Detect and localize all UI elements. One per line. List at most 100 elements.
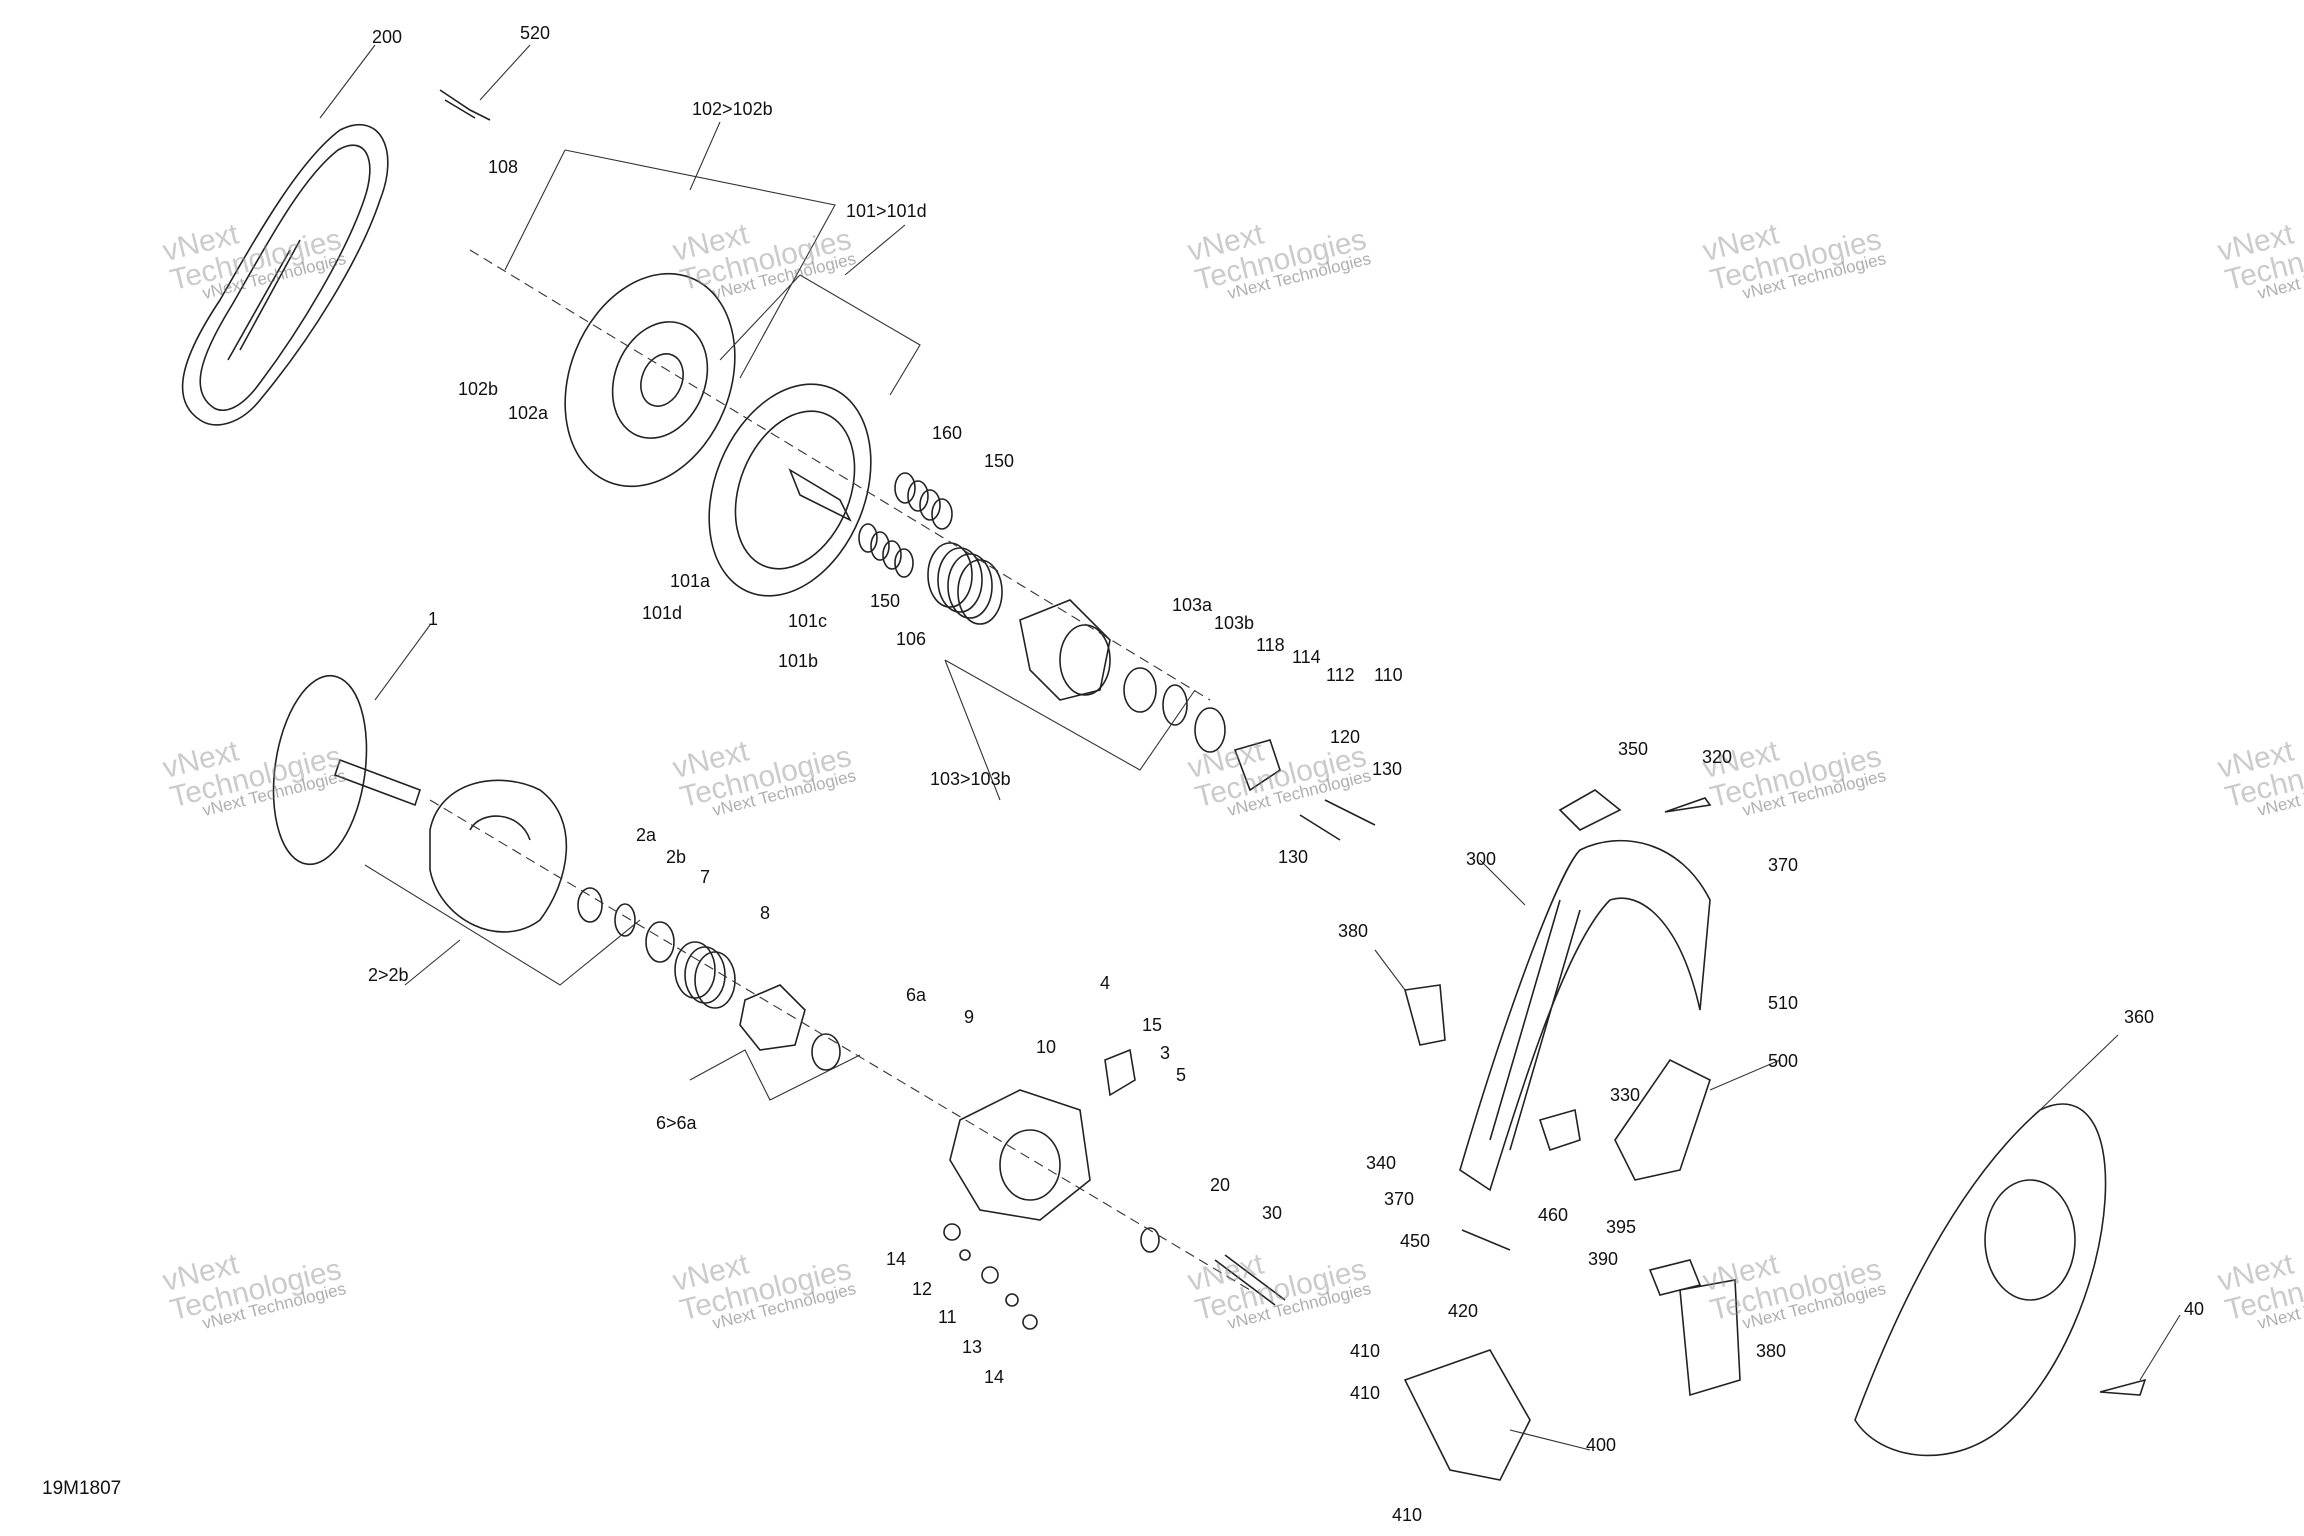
clip-part: [440, 90, 490, 120]
part-12: [960, 1250, 970, 1260]
callout-label: 500: [1768, 1051, 1799, 1071]
callout-label: 450: [1400, 1231, 1431, 1251]
fixed-sheave-part: [679, 360, 900, 620]
callout-label: 370: [1768, 855, 1799, 875]
callout-label: 6a: [906, 985, 927, 1005]
callout-label: 380: [1756, 1341, 1787, 1361]
callout-label: 101d: [642, 603, 683, 623]
part-13: [1006, 1294, 1018, 1306]
washer-20-part: [1141, 1228, 1159, 1252]
callout-label: 130: [1372, 759, 1403, 779]
housing-part: [430, 780, 566, 932]
spring-part: [928, 543, 1002, 624]
washer-7-part: [646, 922, 674, 962]
bolt-part: [1300, 800, 1375, 840]
callout-label: 101c: [788, 611, 828, 631]
callout-label: 114: [1292, 647, 1321, 667]
hub-6-part: [740, 985, 805, 1050]
part-40: [2100, 1380, 2145, 1395]
washer-part: [1195, 708, 1225, 752]
callout-label: 7: [700, 867, 711, 887]
leader-1: [375, 625, 430, 700]
leader-520: [480, 45, 530, 100]
bracket-102: [505, 122, 835, 378]
callout-label: 340: [1366, 1153, 1397, 1173]
callout-label: 102b: [458, 379, 499, 399]
callout-label: 103b: [1214, 613, 1255, 633]
callout-label: 2a: [636, 825, 657, 845]
ring-part: [1163, 685, 1187, 725]
callout-label: 150: [984, 451, 1015, 471]
leader-360: [2040, 1035, 2118, 1110]
o-rings-part: [859, 473, 952, 577]
callout-label: 5: [1176, 1065, 1187, 1085]
callout-label: 15: [1142, 1015, 1163, 1035]
callout-label: 8: [760, 903, 771, 923]
bolt-30-part: [1215, 1255, 1285, 1305]
cover-400-part: [1405, 1350, 1530, 1480]
callout-label: 400: [1586, 1435, 1617, 1455]
bushing-6a-part: [812, 1034, 840, 1070]
callout-label: 10: [1036, 1037, 1057, 1057]
callout-label: 14: [886, 1249, 907, 1269]
callout-label: 102a: [508, 403, 549, 423]
bracket-330-part: [1540, 1110, 1580, 1150]
ring-2a-part: [578, 888, 602, 922]
callout-label: 110: [1374, 665, 1403, 685]
bracket-101: [720, 225, 920, 395]
ring-2b-part: [615, 904, 635, 936]
callout-label: 3: [1160, 1043, 1171, 1063]
callout-label: 2b: [666, 847, 687, 867]
drive-sheave-part: [535, 248, 766, 512]
callout-label: 1: [428, 609, 439, 629]
driven-sheave-part: [262, 670, 420, 871]
axis-dash-1: [470, 250, 1210, 700]
leader-200: [320, 45, 375, 118]
callout-label: 130: [1278, 847, 1309, 867]
callout-label: 6>6a: [656, 1113, 697, 1133]
callout-label: 410: [1350, 1341, 1381, 1361]
bushing-part: [1124, 668, 1156, 712]
callout-label: 150: [870, 591, 901, 611]
leader-40: [2140, 1315, 2180, 1380]
leader-300: [1480, 860, 1525, 905]
callout-label: 395: [1606, 1217, 1637, 1237]
callout-label: 410: [1350, 1383, 1381, 1403]
callout-label: 300: [1466, 849, 1497, 869]
callout-label: 12: [912, 1279, 933, 1299]
callout-label: 330: [1610, 1085, 1641, 1105]
callout-label: 103a: [1172, 595, 1213, 615]
part-11: [982, 1267, 998, 1283]
callout-label: 13: [962, 1337, 983, 1357]
callout-label: 360: [2124, 1007, 2155, 1027]
callout-label: 370: [1384, 1189, 1415, 1209]
callout-label: 40: [2184, 1299, 2205, 1319]
belt-guard-part: [1855, 1104, 2106, 1455]
callout-label: 112: [1326, 665, 1355, 685]
leader-380: [1375, 950, 1405, 990]
callout-label: 520: [520, 23, 551, 43]
callout-label: 160: [932, 423, 963, 443]
bracket-390-part: [1650, 1260, 1700, 1295]
bracket-2: [365, 865, 640, 985]
axis-dash-2: [430, 800, 1250, 1290]
roller-assembly-part: [950, 1090, 1090, 1220]
callout-label: 320: [1702, 747, 1733, 767]
callout-label: 350: [1618, 739, 1649, 759]
callout-label: 101>101d: [846, 201, 927, 221]
leader-500: [1710, 1060, 1780, 1090]
callout-label: 20: [1210, 1175, 1231, 1195]
part-14-upper: [944, 1224, 960, 1240]
spring-8-part: [675, 942, 735, 1008]
callout-label: 101b: [778, 651, 819, 671]
part-320: [1665, 798, 1710, 812]
guard-support-part: [1460, 841, 1710, 1190]
callout-label: 410: [1392, 1505, 1423, 1525]
diagram-code: 19M1807: [42, 1478, 122, 1499]
callout-label: 118: [1256, 635, 1285, 655]
callout-label: 2>2b: [368, 965, 409, 985]
callout-label: 420: [1448, 1301, 1479, 1321]
callout-label: 103>103b: [930, 769, 1011, 789]
callout-label: 108: [488, 157, 519, 177]
